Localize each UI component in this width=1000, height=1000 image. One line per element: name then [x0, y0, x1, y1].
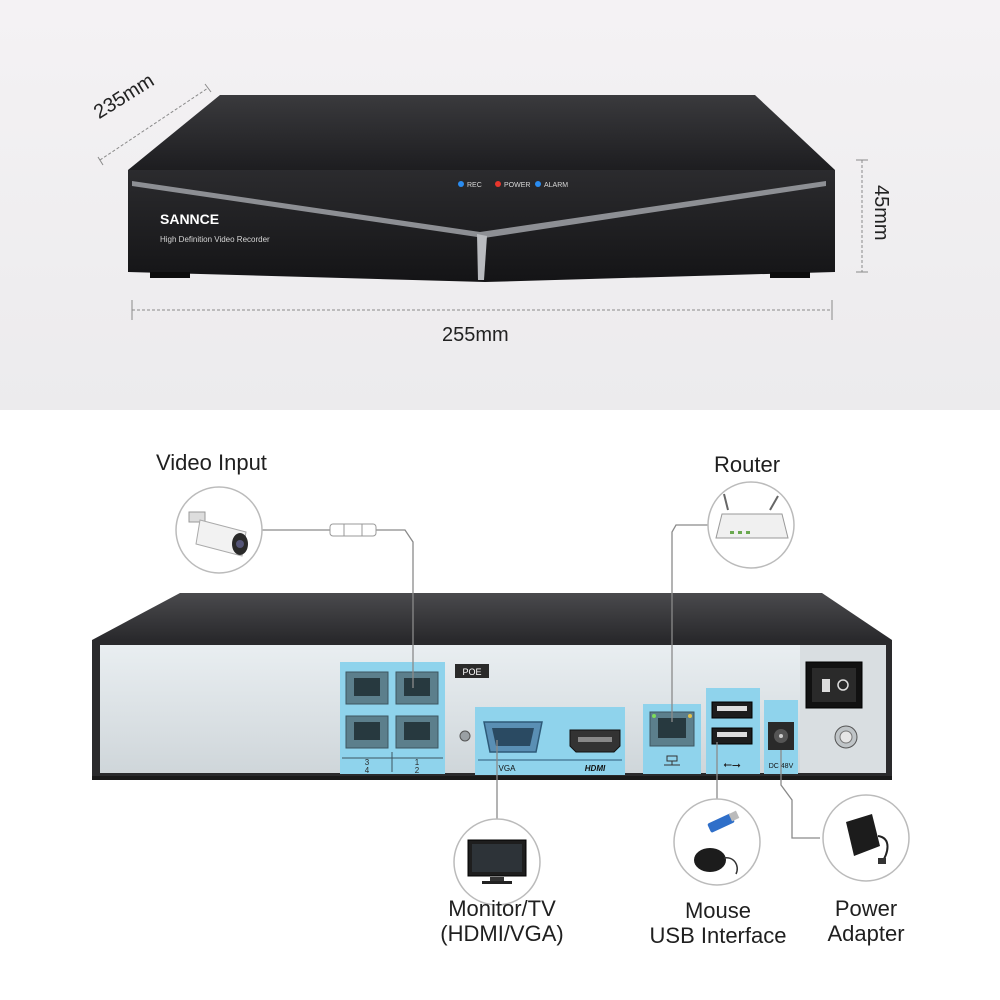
device-front-face [128, 170, 835, 282]
device-foot [150, 272, 190, 278]
usb-port-icon [711, 701, 753, 719]
lan-port-icon [649, 711, 695, 747]
rj45-port-icon [345, 715, 389, 749]
device-top-surface [128, 95, 835, 170]
height-dimension-label: 45mm [870, 185, 892, 241]
monitor-icon [467, 839, 527, 884]
depth-dimension-tick [204, 83, 212, 93]
power-adapter-label-line2: Adapter [827, 921, 905, 946]
nvr-rear-view: POE 3 1 4 2 [92, 593, 892, 780]
port-number: 3 [365, 758, 370, 767]
rec-indicator-label: REC [467, 182, 482, 189]
hdmi-port-icon [569, 729, 621, 753]
poe-label: POE [462, 667, 481, 677]
power-cable-line [780, 750, 820, 839]
monitor-label-line2: (HDMI/VGA) [440, 921, 564, 946]
dc-jack-icon [768, 722, 794, 750]
port-number: 1 [415, 758, 420, 767]
rj45-port-icon [395, 715, 439, 749]
hdmi-label: HDMI [585, 764, 606, 773]
usb-symbol-icon: ⭠⭢ [723, 758, 741, 771]
power-adapter-label: Power Adapter [810, 896, 922, 946]
network-symbol-icon [664, 755, 680, 766]
router-cable-line [671, 524, 708, 722]
device-foot [770, 272, 810, 278]
power-adapter-bubble [822, 794, 910, 882]
camera-cable-line [376, 529, 414, 688]
ground-screw-icon [834, 725, 858, 749]
mouse-bubble [673, 798, 761, 886]
vga-label: VGA [499, 764, 517, 773]
router-label: Router [714, 452, 781, 477]
rj45-port-icon [395, 671, 439, 705]
usb-dongle-icon [707, 810, 740, 833]
bnc-connector-icon [329, 523, 377, 537]
camera-bubble [175, 486, 263, 574]
rj45-port-icon [345, 671, 389, 705]
brand-subtitle: High Definition Video Recorder [160, 235, 270, 244]
vga-port-icon [483, 721, 543, 753]
power-adapter-icon [846, 814, 889, 864]
screw-icon [459, 730, 471, 742]
brand-logo: SANNCE [160, 211, 219, 227]
mouse-label: Mouse USB Interface [628, 898, 808, 948]
rec-led-icon [458, 181, 464, 187]
rear-chassis-bottom [92, 776, 892, 780]
connection-lines [262, 524, 820, 839]
alarm-led-icon [535, 181, 541, 187]
alarm-indicator-label: ALARM [544, 182, 568, 189]
port-number: 2 [415, 766, 420, 775]
power-led-icon [495, 181, 501, 187]
monitor-label-line1: Monitor/TV [448, 896, 556, 921]
mouse-label-line1: Mouse [684, 898, 752, 923]
usb-port-icon [711, 727, 753, 745]
depth-dimension-tick [97, 156, 104, 166]
width-dimension-label: 255mm [442, 324, 509, 346]
poe-badge [455, 664, 489, 678]
power-adapter-label-line1: Power [834, 896, 898, 921]
video-input-label: Video Input [156, 450, 267, 475]
power-switch-icon [805, 661, 863, 709]
port-number: 4 [365, 766, 370, 775]
rear-top-surface [92, 593, 892, 640]
router-icon [715, 493, 789, 539]
nvr-front-view: REC POWER ALARM SANNCE High Definition V… [128, 95, 835, 282]
power-indicator-label: POWER [504, 182, 530, 189]
monitor-bubble [453, 818, 541, 906]
monitor-label: Monitor/TV (HDMI/VGA) [417, 896, 587, 946]
ip-camera-icon [188, 511, 248, 557]
dimension-lines [97, 83, 868, 320]
mouse-label-line2: USB Interface [649, 923, 787, 948]
bezel-center-edge [477, 234, 487, 280]
depth-dimension-line [99, 87, 209, 161]
mouse-icon [694, 848, 738, 875]
router-bubble [707, 481, 795, 569]
